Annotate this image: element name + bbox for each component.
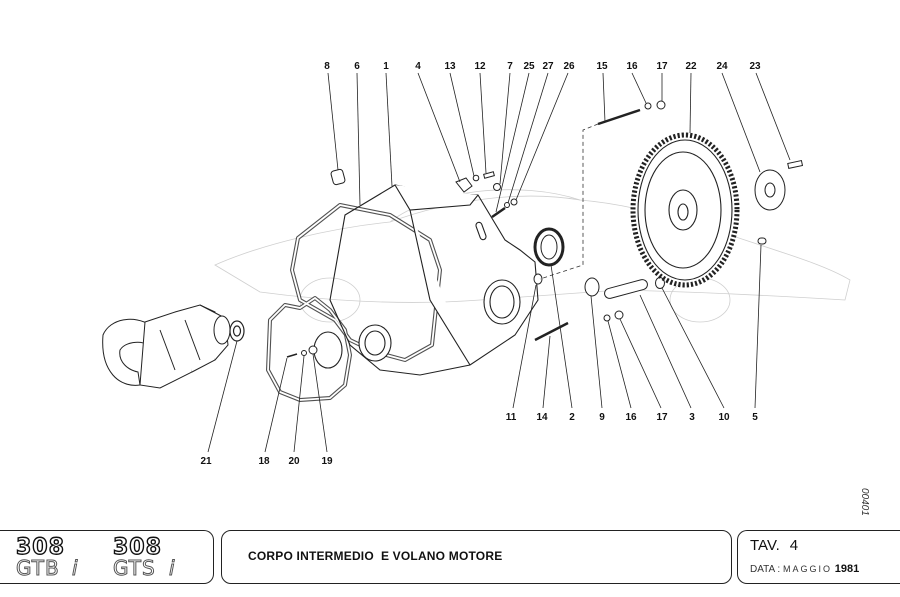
callout-label: 12 [474, 61, 486, 72]
flywheel-22 [630, 132, 740, 288]
plate-title: CORPO INTERMEDIO E VOLANO MOTORE [248, 549, 503, 563]
callout-label: 14 [536, 412, 548, 423]
callout-label: 7 [507, 61, 513, 72]
title-box: CORPO INTERMEDIO E VOLANO MOTORE [221, 530, 732, 584]
model-logo-box: 308 GTB i 308 GTS i [0, 530, 214, 584]
callout-label: 24 [716, 61, 728, 72]
callout-label: 8 [324, 61, 330, 72]
callout-label: 10 [718, 412, 730, 423]
callout-label: 16 [626, 61, 638, 72]
date-label: DATA : [750, 564, 781, 575]
logo-suffix: i [169, 556, 176, 580]
plug-8 [330, 168, 346, 186]
plate-24 [754, 169, 786, 211]
screw-18 [286, 353, 298, 358]
date-year: 1981 [834, 563, 860, 575]
callout-label: 19 [321, 456, 333, 467]
washer-20 [301, 350, 307, 356]
callout-label: 20 [288, 456, 300, 467]
o-ring-11 [533, 273, 543, 285]
callout-label: 11 [505, 412, 517, 423]
callout-label: 2 [569, 412, 575, 423]
plate-info-box: TAV. 4 DATA : MAGGIO 1981 [737, 530, 900, 584]
gasket-6-inner [267, 204, 441, 401]
callout-label: 6 [354, 61, 360, 72]
callout-label: 21 [200, 456, 212, 467]
o-ring-9 [584, 277, 600, 297]
date-line: DATA : MAGGIO 1981 [750, 563, 859, 575]
nut-17-top [656, 100, 666, 110]
stud-25 [491, 206, 506, 219]
logo-number: 308 [15, 535, 65, 560]
exploded-parts-diagram [102, 72, 851, 453]
nut-17-bottom [614, 310, 624, 320]
dowel-5 [757, 237, 767, 245]
leader-lines [207, 72, 791, 453]
callout-label: 22 [685, 61, 697, 72]
washer-16-bottom [603, 314, 611, 322]
callout-label: 16 [625, 412, 637, 423]
washer-19 [308, 345, 318, 355]
shaft-3 [604, 279, 648, 299]
callout-label: 9 [599, 412, 605, 423]
intermediate-housing-1 [313, 184, 539, 376]
date-month: MAGGIO [782, 564, 832, 574]
callout-label: 4 [415, 61, 421, 72]
logo-suffix: i [72, 556, 79, 580]
dashed-assembly-line [539, 123, 599, 280]
callout-label: 17 [656, 61, 668, 72]
plate-number: TAV. 4 [750, 537, 798, 554]
tav-label: TAV. [750, 537, 780, 554]
washer-27 [504, 202, 510, 208]
screw-12 [483, 171, 495, 179]
bearing-21 [229, 320, 245, 342]
bracket-4 [455, 177, 473, 193]
callout-label: 5 [752, 412, 758, 423]
document-number: 00401 [859, 488, 870, 516]
logo-variant: GTS [113, 556, 156, 580]
crankshaft [102, 304, 231, 389]
callout-label: 27 [542, 61, 554, 72]
nut-7 [493, 183, 501, 191]
tav-number: 4 [789, 537, 799, 554]
callout-label: 17 [656, 412, 668, 423]
stud-14 [534, 321, 569, 342]
washer-16-top [644, 102, 652, 110]
callout-label: 3 [689, 412, 695, 423]
callout-label: 13 [444, 61, 456, 72]
callout-label: 25 [523, 61, 535, 72]
callout-label: 23 [749, 61, 761, 72]
logo-variant: GTB [16, 556, 60, 580]
nut-26 [510, 198, 518, 206]
bolt-23 [787, 159, 804, 169]
callout-label: 26 [563, 61, 575, 72]
logo-number: 308 [112, 535, 162, 560]
callout-label: 15 [596, 61, 608, 72]
washer-13 [472, 174, 480, 182]
callout-label: 18 [258, 456, 270, 467]
callout-label: 1 [383, 61, 389, 72]
